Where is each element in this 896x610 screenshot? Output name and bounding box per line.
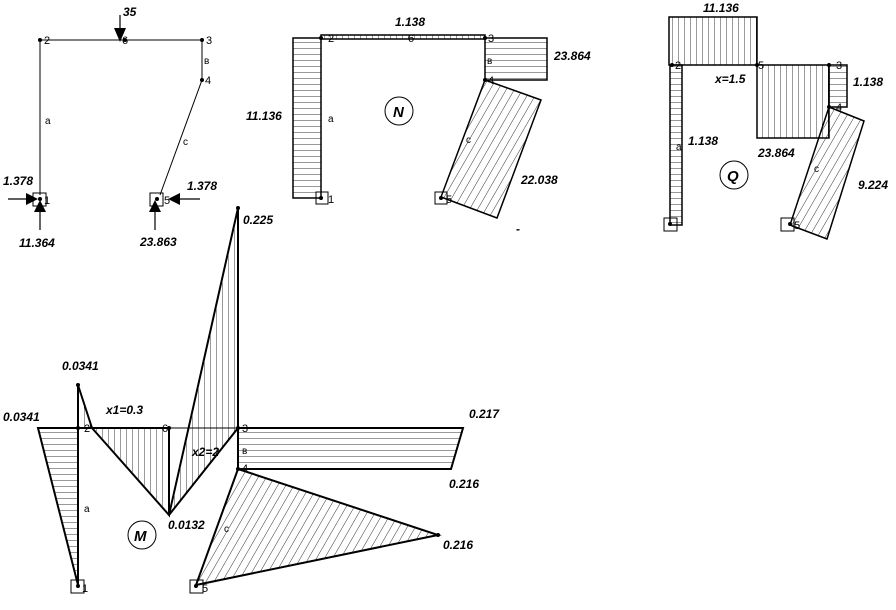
node-label: 4	[205, 75, 211, 87]
m-annotation-x1: x1=0.3	[105, 403, 143, 417]
node-label: 3	[836, 60, 842, 72]
reaction-right-v: 23.863	[139, 235, 177, 249]
reaction-right-h: 1.378	[187, 179, 217, 193]
node-label: 5	[446, 194, 452, 206]
n-inclined-area	[440, 79, 542, 219]
node-label: 3	[242, 423, 248, 435]
q-value-col: 1.138	[688, 134, 718, 148]
n-value-right-top: 23.864	[553, 49, 591, 63]
node-label: 2	[44, 35, 50, 47]
member-label: c	[814, 164, 819, 175]
member-label: c	[183, 137, 188, 148]
q-value-right-top: 1.138	[853, 75, 883, 89]
node-label: 1	[328, 194, 334, 206]
diagram-n: 2 6 3 4 1 5 a в c 1.138 11.136 23.864 22…	[246, 15, 591, 236]
q-mid-area	[756, 64, 830, 139]
arrow-up-icon	[149, 200, 161, 212]
reaction-left-v: 11.364	[19, 236, 55, 250]
q-symbol-circle	[719, 160, 749, 190]
n-left-area	[292, 37, 322, 199]
n-top-area	[320, 34, 486, 40]
member-label: a	[676, 142, 682, 153]
n-symbol: N	[393, 104, 405, 121]
m-right-top-area	[237, 427, 465, 470]
node-label: 6	[162, 423, 168, 435]
n-right-top-area	[484, 37, 548, 81]
member-label: в	[242, 446, 247, 457]
node-label: 4	[836, 102, 842, 114]
m-symbol: M	[134, 528, 147, 545]
member-label: a	[328, 114, 334, 125]
n-symbol-circle	[384, 96, 414, 126]
diagram-m: 2 6 3 4 1 5 a в c 0.0341 0.0341 0.0132 0…	[3, 206, 500, 595]
m-value-left: 0.0341	[3, 410, 40, 424]
node-label: 5	[758, 60, 764, 72]
node-label: 5	[202, 583, 208, 595]
member-label: a	[45, 116, 51, 127]
node-label: 4	[488, 75, 494, 87]
stray-dash: -	[516, 222, 520, 236]
node-label: 5	[794, 220, 800, 232]
node-label: 1	[44, 195, 50, 207]
member-label: в	[487, 56, 492, 67]
node-label: 3	[488, 33, 494, 45]
q-inclined-area	[789, 106, 865, 240]
arrow-left-icon	[168, 193, 180, 205]
frame-scheme: 35 1.378 11.364 1.378 23.863 1 2 6 3 4 5…	[3, 5, 217, 250]
diagram-q: 2 5 3 4 5 a c 11.136 1.138 23.864 1.138 …	[663, 1, 888, 240]
n-value-left: 11.136	[246, 109, 282, 123]
node-label: 6	[122, 35, 128, 47]
node-label: 4	[242, 463, 248, 475]
m-symbol-circle	[127, 520, 157, 550]
load-top-value: 35	[123, 5, 137, 19]
m-value-right-bottom: 0.216	[443, 538, 473, 552]
m-beam-low-area	[89, 427, 170, 518]
q-symbol: Q	[727, 168, 739, 185]
m-value-top: 0.225	[243, 213, 273, 227]
q-annotation-x: x=1.5	[714, 72, 746, 86]
q-value-top: 11.136	[703, 1, 739, 15]
node-label: 5	[164, 195, 170, 207]
q-col-area	[669, 64, 683, 226]
m-beam-high-area	[168, 207, 239, 516]
node-label: 3	[206, 35, 212, 47]
m-value-left-top: 0.0341	[62, 359, 99, 373]
n-value-right-bottom: 22.038	[520, 173, 558, 187]
node-label: 6	[408, 33, 414, 45]
member-label: c	[466, 135, 471, 146]
m-inclined-area	[194, 467, 442, 587]
m-spike-area	[77, 384, 94, 429]
m-value-right-top: 0.217	[469, 407, 500, 421]
reaction-left-h: 1.378	[3, 174, 33, 188]
m-value-right-mid: 0.216	[449, 477, 479, 491]
node-label: 2	[84, 423, 90, 435]
m-col-area	[36, 427, 79, 586]
node-label: 1	[82, 583, 88, 595]
q-value-right-bottom: 9.224	[858, 178, 888, 192]
node-label: 2	[328, 33, 334, 45]
n-value-top: 1.138	[395, 15, 425, 29]
m-annotation-x2: x2=2	[191, 445, 219, 459]
member-label: в	[204, 56, 209, 67]
frame-lines	[39, 39, 203, 196]
node-label: 2	[675, 60, 681, 72]
member-label: a	[84, 504, 90, 515]
q-top-area	[668, 16, 758, 66]
m-value-bottom-mid: 0.0132	[168, 518, 205, 532]
q-value-mid: 23.864	[757, 146, 795, 160]
arrow-up-icon	[34, 200, 46, 212]
arrow-right-icon	[26, 193, 38, 205]
member-label: c	[224, 524, 229, 535]
arrow-down-icon	[114, 28, 126, 42]
